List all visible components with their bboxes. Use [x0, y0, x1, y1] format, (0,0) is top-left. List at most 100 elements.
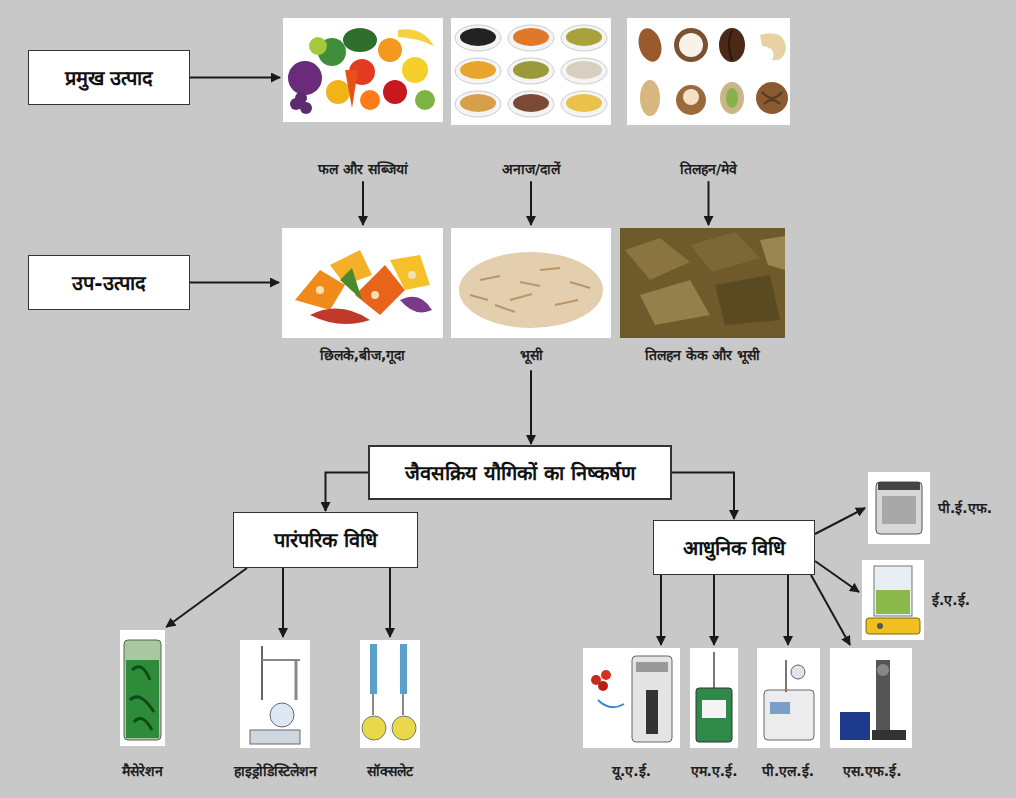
- grains-pulses-photo: [561, 91, 607, 117]
- peels-seeds-pulp-photo: [316, 286, 324, 294]
- oilseeds-nuts-photo: [627, 18, 790, 125]
- grains-pulses-photo: [561, 25, 607, 51]
- fruit-vegetable-photo: [398, 29, 434, 46]
- category-box: प्रमुख उत्पाद: [28, 50, 190, 105]
- peels-seeds-pulp-photo: [408, 271, 416, 279]
- oilcake-husk-photo: [715, 275, 780, 325]
- image-caption: भूसी: [520, 346, 543, 364]
- uae-icon: [632, 656, 672, 742]
- process-box: जैवसक्रिय यौगिकों का निष्कर्षण: [368, 445, 672, 500]
- oilcake-husk-photo: [760, 236, 785, 270]
- image-tile: अनाज/दालें: [451, 18, 611, 178]
- image-area: [684, 648, 744, 748]
- box-label: जैवसक्रिय यौगिकों का निष्कर्षण: [405, 460, 635, 486]
- soxhlet-icon: [372, 694, 374, 715]
- fruit-vegetable-photo: [360, 90, 380, 110]
- category-box: उप-उत्पाद: [28, 255, 190, 310]
- sfe-icon: [876, 660, 890, 740]
- grains-pulses-photo: [566, 28, 602, 46]
- oilseeds-nuts-photo: [756, 82, 788, 114]
- sfe-icon: [872, 730, 906, 740]
- ple-icon: [785, 660, 787, 692]
- pef-icon: [876, 482, 922, 534]
- image-area: [620, 228, 785, 338]
- image-tile: भूसी: [451, 228, 611, 364]
- flow-arrow: [811, 575, 850, 645]
- image-caption: यू.ए.ई.: [612, 762, 651, 780]
- image-area: [282, 228, 443, 338]
- pef-icon: [882, 496, 916, 524]
- flow-arrow: [713, 575, 715, 645]
- technique-icon: ई.ए.ई.: [862, 560, 992, 640]
- grains-pulses-photo: [460, 28, 496, 46]
- image-caption: मैसेरेशन: [122, 762, 163, 780]
- image-area: [348, 640, 432, 748]
- maceration-icon: [124, 640, 161, 740]
- image-caption: छिलके,बीज,गूदा: [320, 346, 406, 364]
- grains-pulses-photo: [566, 94, 602, 112]
- mae-icon: [690, 648, 738, 748]
- hydrodistillation-icon: [262, 659, 300, 661]
- oilseeds-nuts-photo: [640, 80, 660, 116]
- flow-arrow: [190, 282, 279, 284]
- image-area: [451, 18, 611, 125]
- mae-icon: [702, 700, 726, 718]
- grains-pulses-photo: [508, 91, 554, 117]
- fruit-vegetable-photo: [288, 61, 322, 95]
- oilseeds-nuts-photo: [720, 82, 744, 114]
- grains-pulses-photo: [455, 58, 501, 84]
- husk-photo: [459, 252, 603, 328]
- eae-icon: [877, 623, 883, 629]
- husk-photo: [451, 228, 611, 338]
- image-area: [868, 472, 930, 544]
- grains-pulses-photo: [508, 58, 554, 84]
- image-caption: पी.एल.ई.: [762, 762, 814, 780]
- peels-seeds-pulp-photo: [310, 309, 370, 324]
- uae-icon: [601, 670, 611, 680]
- image-caption: अनाज/दालें: [502, 160, 560, 178]
- technique-icon: यू.ए.ई.: [583, 648, 680, 780]
- maceration-icon: [120, 630, 165, 746]
- flow-arrow: [530, 181, 532, 225]
- box-label: उप-उत्पाद: [72, 270, 145, 296]
- grains-pulses-photo: [460, 94, 496, 112]
- flow-arrow: [530, 370, 532, 444]
- mae-icon: [696, 688, 732, 742]
- uae-icon: [583, 648, 680, 748]
- fruit-vegetable-photo: [283, 18, 443, 122]
- image-area: [95, 630, 190, 746]
- pef-icon: [868, 472, 930, 544]
- peels-seeds-pulp-photo: [295, 270, 345, 310]
- image-caption: एम.ए.ई.: [691, 762, 738, 780]
- hydrodistillation-icon: [270, 703, 294, 727]
- flow-arrow: [190, 77, 280, 79]
- grains-pulses-photo: [455, 91, 501, 117]
- oilcake-husk-photo: [620, 228, 785, 338]
- oilseeds-nuts-photo: [683, 89, 699, 105]
- soxhlet-icon: [370, 644, 377, 694]
- image-caption: तिलहन केक और भूसी: [645, 346, 761, 364]
- flow-arrow: [326, 473, 369, 512]
- pef-icon: [868, 472, 930, 544]
- flow-arrow: [787, 575, 789, 645]
- image-area: [583, 648, 680, 748]
- maceration-icon: [130, 667, 154, 730]
- image-area: [283, 18, 443, 122]
- sfe-icon: [840, 712, 870, 740]
- box-label: पारंपरिक विधि: [274, 527, 377, 553]
- image-tile: तिलहन केक और भूसी: [620, 228, 785, 364]
- ple-icon: [757, 648, 820, 748]
- fruit-vegetable-photo: [402, 57, 428, 83]
- grains-pulses-photo: [513, 61, 549, 79]
- uae-icon: [583, 648, 680, 748]
- method-box: पारंपरिक विधि: [233, 512, 418, 568]
- flow-arrow: [389, 568, 391, 637]
- flow-arrow: [166, 568, 247, 627]
- eae-icon: [876, 590, 910, 614]
- oilcake-husk-photo: [625, 238, 690, 280]
- technique-icon: हाइड्रोडिस्टिलेशन: [210, 640, 340, 780]
- mae-icon: [713, 652, 715, 690]
- technique-icon: एस.एफ.ई.: [830, 648, 914, 780]
- hydrodistillation-icon: [295, 660, 298, 700]
